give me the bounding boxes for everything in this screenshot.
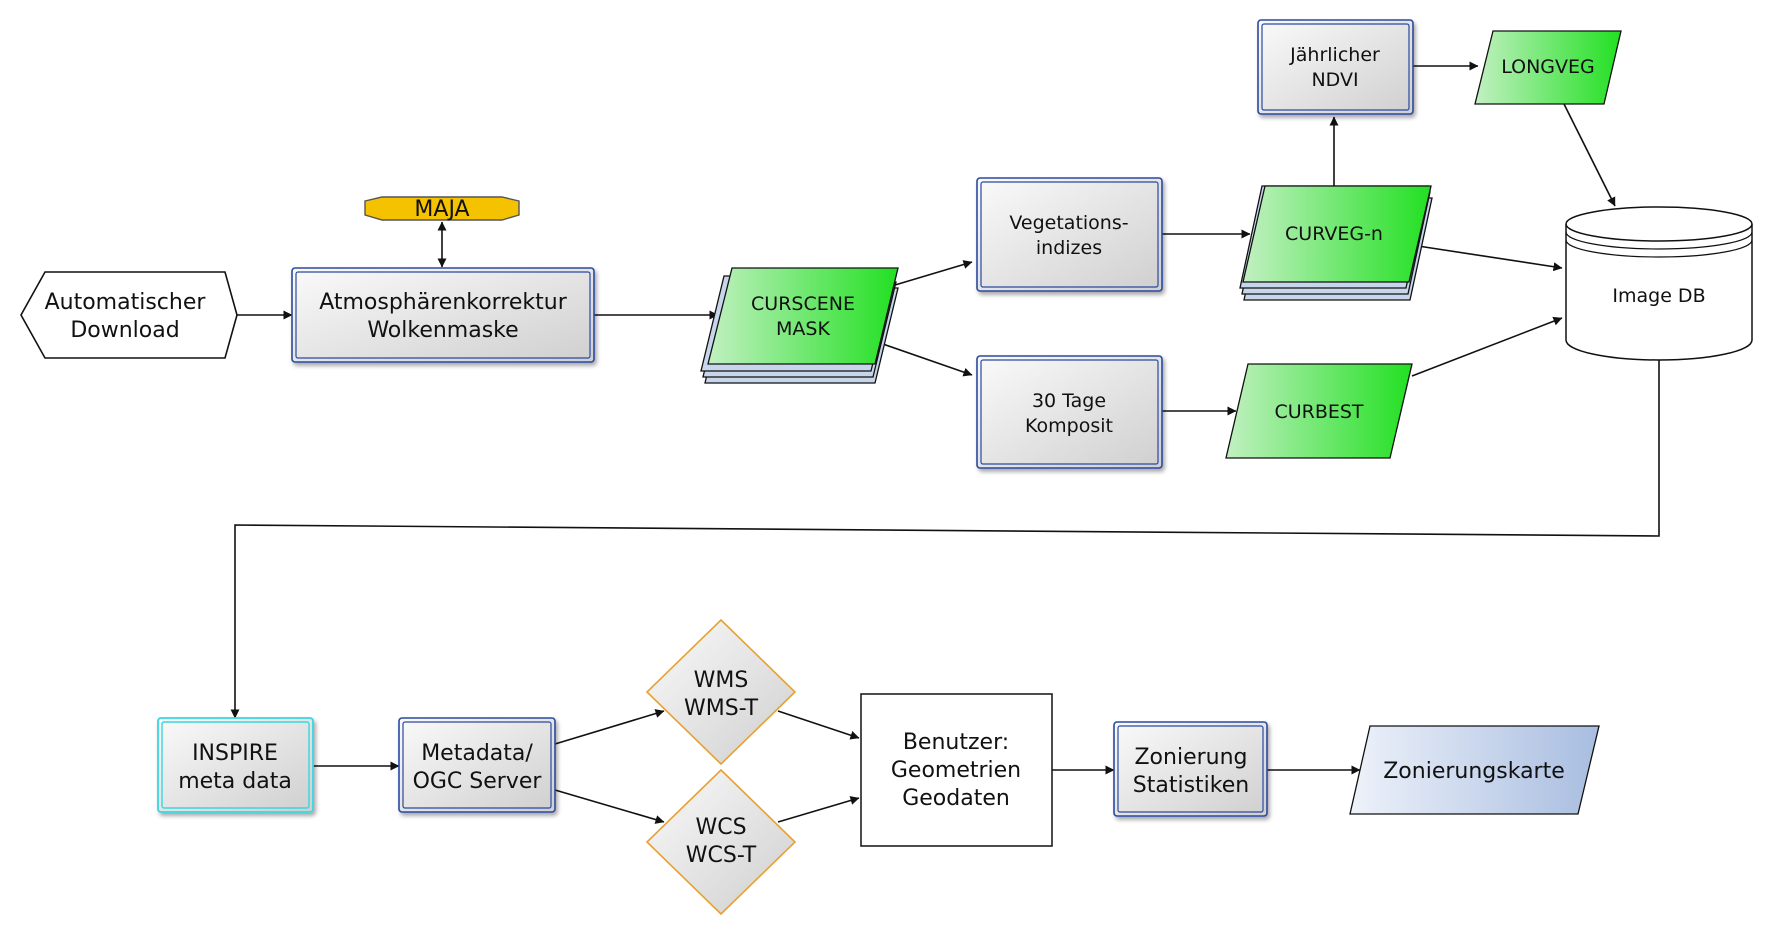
node-komposit [976, 355, 1163, 469]
node-metadata [398, 717, 556, 813]
metadata-line-1: Metadata/ [421, 741, 533, 766]
wms-line-2: WMS-T [684, 696, 759, 721]
node-zonierung [1113, 721, 1268, 817]
imagedb-label: Image DB [1612, 285, 1705, 307]
longveg-label: LONGVEG [1501, 56, 1595, 78]
edge-metadata-wms [554, 709, 665, 745]
node-download: Automatischer Download [20, 271, 238, 359]
zonkarte-label: Zonierungskarte [1383, 759, 1565, 784]
node-inspire [157, 717, 314, 813]
edge-curveg-imagedb [1417, 245, 1563, 272]
edge-metadata-wcs [554, 789, 665, 824]
edge-curscene-komposit [879, 342, 973, 377]
benutzer-line-3: Geodaten [902, 786, 1010, 811]
curveg-label: CURVEG-n [1285, 223, 1383, 245]
edge-wcs-benutzer [777, 796, 860, 823]
node-longveg [1474, 30, 1622, 105]
maja-label: MAJA [414, 197, 469, 222]
ndvi-line-2: NDVI [1311, 69, 1358, 91]
inspire-line-2: meta data [178, 769, 292, 794]
vegindex-line-1: Vegetations- [1009, 212, 1128, 234]
komposit-line-1: 30 Tage [1032, 390, 1106, 412]
edge-curbest-imagedb [1411, 316, 1563, 377]
edge-wms-benutzer [777, 710, 860, 740]
node-wcs [645, 768, 797, 916]
node-imagedb [1565, 206, 1753, 361]
download-line-1: Automatischer [45, 290, 207, 315]
node-curbest [1225, 363, 1413, 459]
download-line-2: Download [70, 318, 179, 343]
node-vegindex [976, 177, 1163, 292]
edge-longveg-imagedb [1563, 103, 1616, 207]
zonierung-line-1: Zonierung [1134, 745, 1247, 770]
komposit-line-2: Komposit [1025, 415, 1113, 437]
curbest-label: CURBEST [1274, 401, 1363, 423]
node-atmos [291, 267, 595, 363]
benutzer-line-1: Benutzer: [903, 730, 1009, 755]
atmos-line-2: Wolkenmaske [367, 318, 518, 343]
edge-imagedb-inspire [230, 360, 1660, 719]
node-curscene [700, 267, 899, 384]
metadata-line-2: OGC Server [413, 769, 543, 794]
curscene-line-1: CURSCENE [751, 293, 855, 315]
node-benutzer [860, 693, 1053, 847]
benutzer-line-2: Geometrien [891, 758, 1021, 783]
zonierung-line-2: Statistiken [1133, 773, 1249, 798]
wcs-line-1: WCS [695, 815, 746, 840]
edges [230, 61, 1660, 824]
wcs-line-2: WCS-T [686, 843, 757, 868]
node-ndvi [1257, 19, 1414, 115]
node-wms [645, 618, 797, 766]
atmos-line-1: Atmosphärenkorrektur [319, 290, 568, 315]
curscene-line-2: MASK [776, 318, 830, 340]
inspire-line-1: INSPIRE [192, 741, 278, 766]
node-zonkarte [1349, 725, 1600, 815]
wms-line-1: WMS [694, 668, 749, 693]
vegindex-line-2: indizes [1036, 237, 1102, 259]
edge-curscene-vegindex [894, 260, 973, 286]
node-curveg [1239, 185, 1433, 301]
node-maja: MAJA [364, 196, 520, 222]
ndvi-line-1: Jährlicher [1289, 44, 1380, 66]
